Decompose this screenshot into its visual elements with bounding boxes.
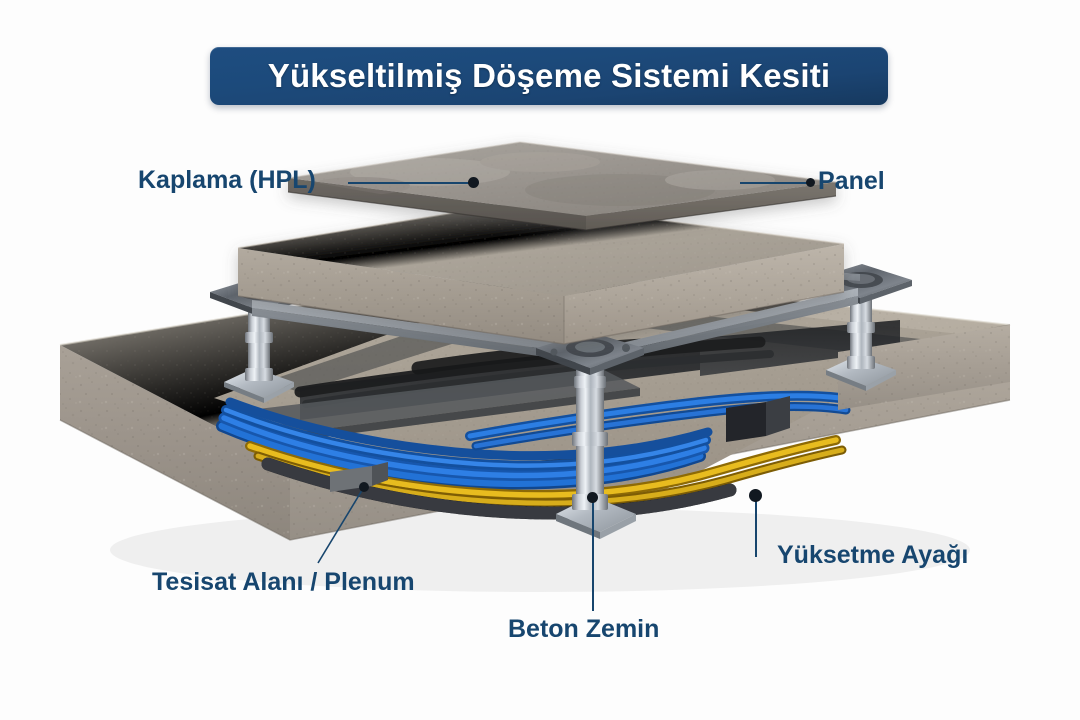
leader-dot-panel — [806, 178, 815, 187]
label-pedestal: Yüksetme Ayağı — [777, 541, 968, 570]
leader-dot-coating — [468, 177, 479, 188]
label-concrete-floor-text: Beton Zemin — [508, 615, 660, 643]
label-coating-text: Kaplama (HPL) — [138, 166, 316, 194]
leader-line-plenum — [317, 482, 369, 564]
page-title: Yükseltilmiş Döşeme Sistemi Kesiti — [267, 57, 831, 94]
concrete-base-slab-right-wall — [838, 325, 1010, 410]
label-panel: Panel — [818, 167, 885, 196]
page-title-banner: Yükseltilmiş Döşeme Sistemi Kesiti — [210, 47, 888, 105]
leader-line-coating — [348, 182, 473, 184]
leader-dot-concrete-floor — [587, 492, 598, 503]
label-panel-text: Panel — [818, 167, 885, 195]
leader-line-panel — [740, 182, 812, 184]
leader-dot-pedestal — [749, 489, 762, 502]
label-pedestal-text: Yüksetme Ayağı — [777, 541, 969, 569]
hpl-top-layer — [287, 141, 837, 231]
leader-line-concrete-floor — [592, 497, 594, 611]
label-plenum: Tesisat Alanı / Plenum — [152, 568, 415, 597]
label-concrete-floor: Beton Zemin — [508, 615, 659, 644]
leader-line-pedestal — [755, 495, 757, 557]
label-coating: Kaplama (HPL) — [138, 166, 316, 195]
raised-floor-diagram — [0, 120, 1080, 680]
label-plenum-text: Tesisat Alanı / Plenum — [152, 568, 415, 596]
